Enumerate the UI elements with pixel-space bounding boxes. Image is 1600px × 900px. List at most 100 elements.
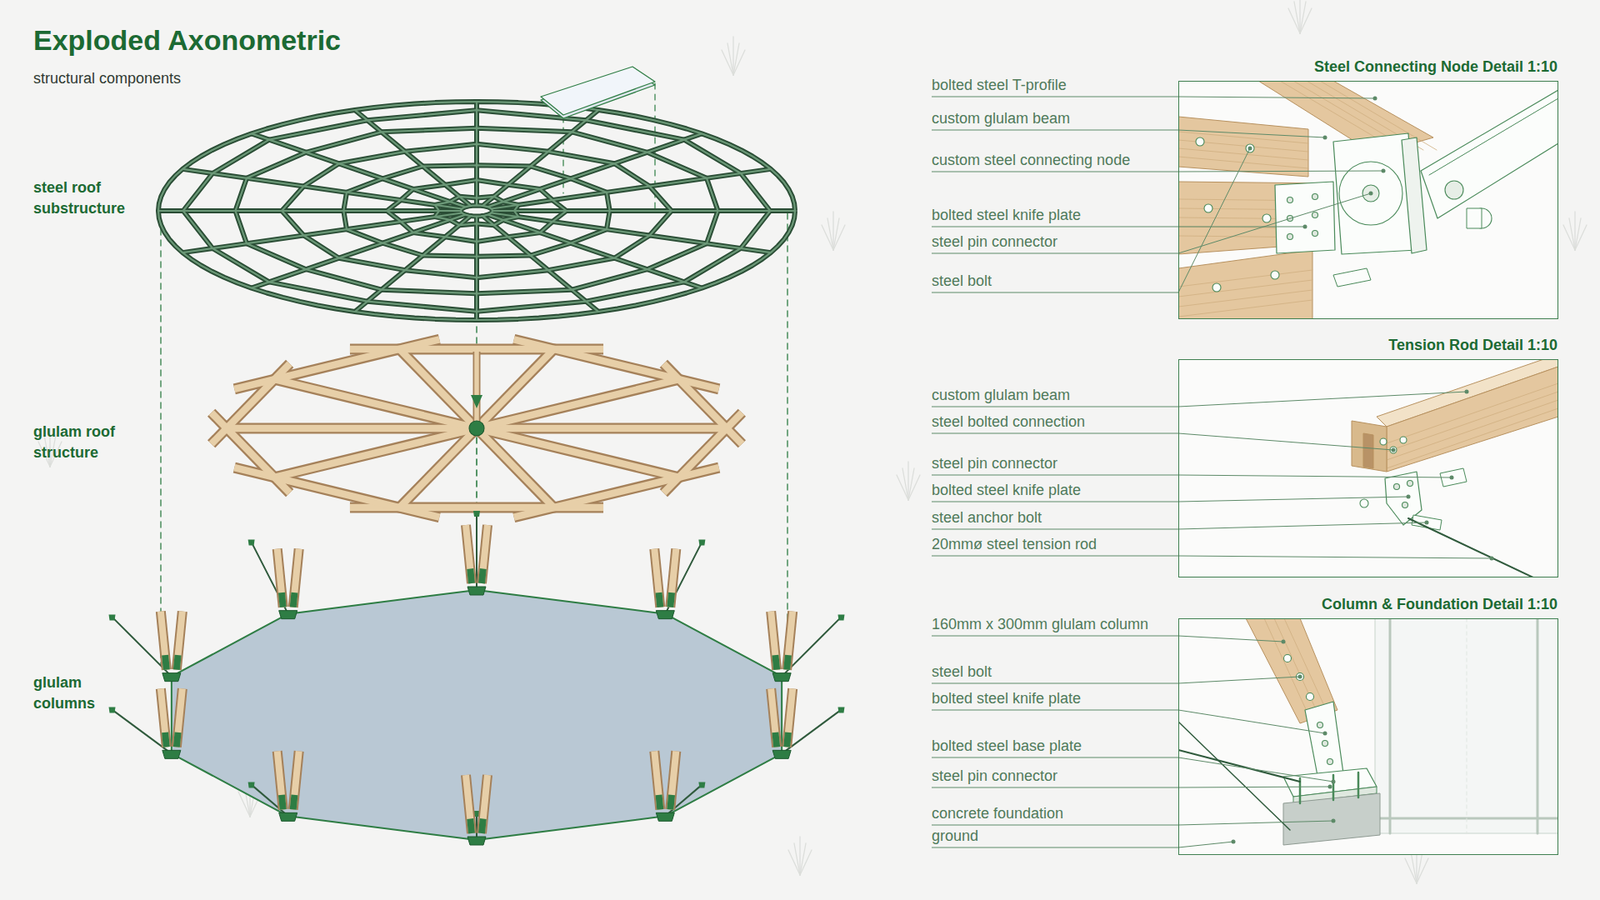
glulam-column-edge: [786, 688, 793, 747]
bolt: [1212, 283, 1221, 292]
wood-grain: [1284, 618, 1330, 719]
detail-illustration: [1178, 359, 1559, 578]
bolt: [1312, 230, 1319, 237]
rod-anchor: [837, 707, 845, 714]
callout-label: steel pin connector: [931, 454, 1058, 473]
rod-anchor: [698, 539, 705, 545]
glulam-column: [670, 750, 676, 810]
floor-slab: [171, 590, 782, 840]
glulam-beam: [476, 428, 680, 478]
knife-plate: [670, 795, 672, 810]
wood-grain: [1178, 270, 1313, 287]
bolt: [1262, 214, 1271, 223]
leader-dot: [1303, 225, 1308, 230]
base-plate: [467, 586, 486, 595]
leader-dot: [1248, 146, 1253, 151]
glulam-beam: [234, 467, 440, 518]
panel-ground: [1178, 80, 1559, 320]
knife-plate: [775, 732, 777, 748]
glulam-column-edge: [670, 549, 676, 608]
rod-anchor: [109, 614, 116, 620]
grass-blade: [1569, 218, 1575, 250]
glulam-beam-edge: [274, 428, 477, 478]
glulam-column: [786, 688, 793, 747]
callout-label: bolted steel T-profile: [931, 75, 1067, 95]
arm-edge: [1429, 98, 1559, 175]
leader-dot: [1465, 390, 1470, 395]
base-plate: [279, 812, 298, 821]
callout-label: steel bolted connection: [931, 412, 1085, 431]
steel-member-highlight: [475, 216, 478, 320]
layer-label: glulam columns: [33, 672, 125, 715]
panel-heading: Column & Foundation Detail 1:10: [1179, 595, 1558, 614]
grass-blade: [1300, 8, 1312, 34]
glulam-column-edge: [465, 775, 472, 834]
detail-illustration: [1178, 618, 1559, 855]
bolt: [1402, 502, 1409, 509]
callout-label: custom steel connecting node: [931, 150, 1130, 170]
glulam-beam: [476, 379, 680, 429]
callout-label: steel pin connector: [931, 766, 1058, 785]
steel-pin: [1333, 268, 1371, 287]
knife-plate: [659, 795, 661, 810]
ground-line: [1178, 721, 1290, 830]
detail-panel: Tension Rod Detail 1:10: [1178, 359, 1559, 578]
glulam-column: [654, 750, 660, 810]
bolt: [1306, 693, 1315, 701]
grass-blade: [1405, 858, 1417, 884]
bolt: [1322, 740, 1329, 747]
glulam-column: [277, 750, 284, 810]
leader-lines: [931, 96, 1495, 849]
grass-blade: [1575, 218, 1581, 250]
diagram-title: Exploded Axonometric: [33, 24, 341, 57]
glulam-beam: [1386, 366, 1559, 472]
steel-member: [488, 215, 703, 289]
wood-grain: [1178, 280, 1313, 297]
glulam-column-edge: [160, 611, 167, 670]
glulam-beam: [226, 425, 477, 433]
glulam-beam: [514, 339, 720, 390]
grass-blade: [799, 836, 800, 875]
leader-dot: [1450, 475, 1455, 480]
bolt: [1407, 480, 1414, 487]
callout-label: bolted steel knife plate: [931, 689, 1081, 708]
glulam-beam: [211, 412, 290, 493]
glulam-column: [176, 611, 183, 670]
glulam-column-edge: [277, 549, 284, 608]
tension-rod: [1408, 518, 1559, 578]
callout-label: 20mmø steel tension rod: [931, 535, 1097, 554]
callout-label: bolted steel knife plate: [931, 205, 1081, 225]
anchor-bolt: [1357, 772, 1360, 798]
glulam-column-edge: [770, 688, 777, 747]
callout-label: custom glulam beam: [931, 109, 1070, 128]
glulam-column: [277, 549, 284, 608]
glulam-roof-structure: [211, 339, 743, 517]
panel-ground: [1178, 618, 1559, 855]
steel-member-highlight: [435, 196, 519, 225]
projection-line: [160, 218, 161, 665]
base-plate: [467, 836, 486, 845]
panel-heading: Steel Connecting Node Detail 1:10: [1179, 57, 1558, 76]
leader-dot: [1373, 96, 1378, 101]
base-plate: [162, 673, 181, 682]
pin-hole: [1445, 180, 1464, 200]
knife-plate: [786, 732, 789, 748]
grass-blade: [1294, 1, 1300, 34]
glulam-column-edge: [770, 611, 777, 670]
knife-plate: [470, 819, 472, 835]
wood-grain: [1178, 290, 1313, 307]
knife-plate: [481, 819, 484, 835]
leader-line: [931, 710, 1325, 734]
grass-blade: [732, 36, 734, 75]
bolt: [1270, 270, 1280, 280]
glulam-column-edge: [277, 750, 284, 810]
bolt: [1312, 212, 1319, 219]
leader-dot: [1490, 556, 1495, 561]
steel-member-highlight: [343, 165, 610, 257]
panel-heading: Tension Rod Detail 1:10: [1179, 335, 1558, 355]
glulam-column-edge: [176, 688, 183, 747]
wood-grain: [1264, 618, 1310, 719]
bolt: [1195, 137, 1205, 146]
